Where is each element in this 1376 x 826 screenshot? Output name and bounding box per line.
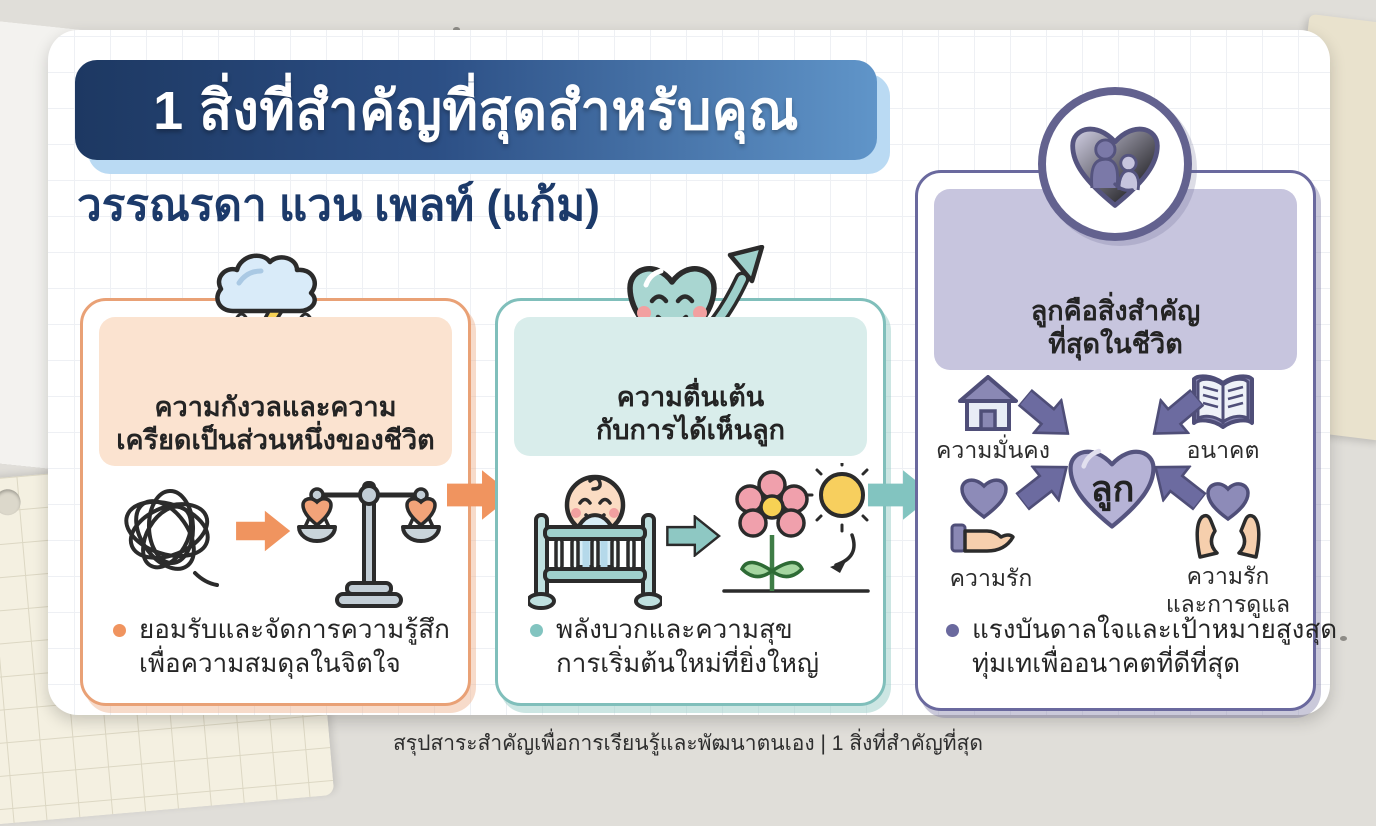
card-child-priority-bullet-text: แรงบันดาลใจและเป้าหมายสูงสุด ทุ่มเทเพื่อ… [972, 614, 1338, 678]
flower-sun-icon [722, 463, 872, 593]
punch-hole [0, 488, 22, 517]
hand-heart-icon [950, 478, 1015, 553]
title-banner: 1 สิ่งที่สำคัญที่สุดสำหรับคุณ [75, 60, 877, 160]
diagram-arrow-icon [1152, 388, 1206, 435]
label-love: ความรัก [949, 565, 1033, 591]
subtitle: วรรณรดา แวน เพลท์ (แก้ม) [77, 181, 600, 230]
card-child-priority-bullet: แรงบันดาลใจและเป้าหมายสูงสุด ทุ่มเทเพื่อ… [946, 613, 1337, 681]
bullet-dot [530, 624, 543, 637]
diagram-arrow-icon [1014, 465, 1069, 512]
paper-speck [453, 27, 460, 32]
paper-speck [1340, 636, 1347, 641]
infographic-card: 1 สิ่งที่สำคัญที่สุดสำหรับคุณ วรรณรดา แว… [48, 30, 1337, 715]
card-anxiety-header: ความกังวลและความ เครียดเป็นส่วนหนึ่งของช… [99, 317, 452, 466]
balance-scale-hearts-icon [297, 481, 441, 608]
hands-holding-heart-icon [1195, 482, 1261, 559]
label-future: อนาคต [1186, 437, 1260, 463]
parent-child-heart-badge [1038, 87, 1192, 241]
tangled-thoughts-icon [124, 489, 219, 587]
card-anxiety-heading-line2: เครียดเป็นส่วนหนึ่งของชีวิต [116, 425, 435, 456]
card-excitement-heading-line2: กับการได้เห็นลูก [596, 415, 785, 446]
bullet-dot [113, 624, 126, 637]
child-center-heart-icon [1068, 448, 1156, 529]
label-security: ความมั่นคง [936, 437, 1050, 463]
book-icon [1192, 374, 1254, 429]
label-love-and-care: ความรัก และการดูแล [1165, 563, 1291, 617]
baby-crib-icon [528, 474, 662, 610]
card-anxiety-bullet: ยอมรับและจัดการความรู้สึก เพื่อความสมดุล… [113, 613, 450, 681]
card-excitement-bullet-text: พลังบวกและความสุข การเริ่มต้นใหม่ที่ยิ่ง… [556, 614, 819, 678]
diagram-arrow-icon [1153, 465, 1208, 512]
arrow-right-icon [236, 510, 291, 552]
card-anxiety: ความกังวลและความ เครียดเป็นส่วนหนึ่งของช… [80, 253, 471, 706]
diagram-arrow-icon [1016, 388, 1070, 435]
card-excitement-bullet: พลังบวกและความสุข การเริ่มต้นใหม่ที่ยิ่ง… [530, 613, 819, 681]
arrow-right-icon [666, 515, 721, 557]
card-anxiety-bullet-text: ยอมรับและจัดการความรู้สึก เพื่อความสมดุล… [139, 614, 450, 678]
child-center-label: ลูก [1090, 467, 1135, 509]
card-child-heading-line1: ลูกคือสิ่งสำคัญ [1030, 296, 1201, 327]
card-child-priority: ลูกคือสิ่งสำคัญ ที่สุดในชีวิต ความมั่นคง… [915, 87, 1337, 711]
house-icon [958, 375, 1018, 431]
card-excitement: ความตื่นเต้น กับการได้เห็นลูก [495, 245, 886, 706]
page-title: 1 สิ่งที่สำคัญที่สุดสำหรับคุณ [153, 81, 799, 141]
bullet-dot [946, 624, 959, 637]
parent-child-heart-icon [1070, 126, 1160, 208]
card-child-heading-line2: ที่สุดในชีวิต [1048, 329, 1183, 360]
card-anxiety-heading-line1: ความกังวลและความ [154, 392, 397, 423]
card-excitement-heading-line1: ความตื่นเต้น [616, 382, 765, 413]
card-excitement-header: ความตื่นเต้น กับการได้เห็นลูก [514, 317, 867, 456]
footer-caption: สรุปสาระสำคัญเพื่อการเรียนรู้และพัฒนาตนเ… [392, 732, 984, 755]
